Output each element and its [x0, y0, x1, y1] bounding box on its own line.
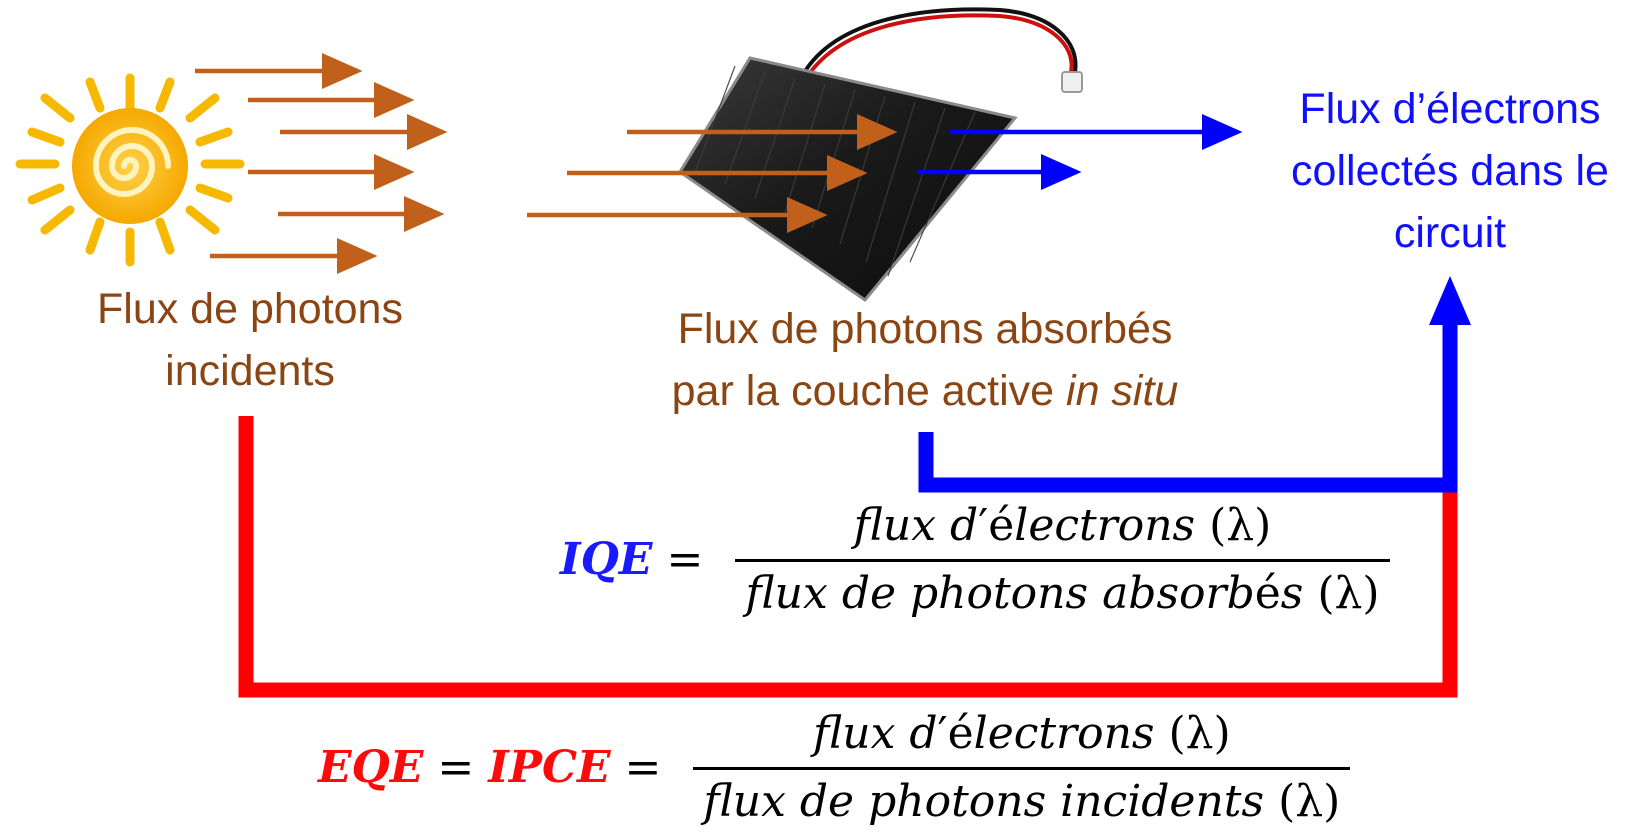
ipce-symbol: IPCE [488, 742, 611, 793]
iqe-equals: = [666, 534, 704, 585]
incident-photons-label: Flux de photons incidents [60, 278, 440, 402]
iqe-symbol: IQE [560, 534, 653, 585]
absorbed-photon-arrows [527, 114, 898, 233]
eqe-equals-1: = [437, 742, 475, 793]
iqe-numerator: flux d′électrons (λ) [853, 500, 1272, 551]
incident-label-line1: Flux de photons [97, 285, 403, 333]
absorbed-label-line1: Flux de photons absorbés [677, 305, 1173, 353]
electrons-label: Flux d’électrons collectés dans le circu… [1265, 78, 1635, 264]
eqe-connector [238, 416, 1458, 698]
solar-panel-icon [677, 7, 1083, 303]
eqe-numerator: flux d′électrons (λ) [812, 708, 1231, 759]
electrons-label-line1: Flux d’électrons [1299, 85, 1601, 133]
electrons-label-line3: circuit [1393, 209, 1507, 257]
incident-photon-arrows [195, 53, 448, 274]
eqe-denominator: flux de photons incidents (λ) [693, 767, 1351, 827]
eqe-symbol: EQE [318, 742, 424, 793]
eqe-equals-2: = [624, 742, 662, 793]
absorbed-label-line2-text: par la couche active [671, 367, 1067, 415]
absorbed-label-line2: par la couche active in situ [600, 360, 1250, 422]
sun-icon [15, 73, 245, 267]
eqe-fraction: flux d′électrons (λ) flux de photons inc… [693, 708, 1351, 827]
iqe-formula: IQE = flux d′électrons (λ) flux de photo… [560, 500, 1390, 619]
electron-arrows [917, 114, 1243, 190]
absorbed-photons-label: Flux de photons absorbés par la couche a… [600, 298, 1250, 422]
electrons-label-line2: collectés dans le [1291, 147, 1609, 195]
iqe-denominator: flux de photons absorbés (λ) [735, 559, 1390, 619]
eqe-formula: EQE = IPCE = flux d′électrons (λ) flux d… [318, 708, 1351, 827]
in-situ-text: in situ [1066, 367, 1179, 415]
incident-label-line2: incidents [165, 347, 335, 395]
iqe-connector [918, 318, 1458, 493]
iqe-fraction: flux d′électrons (λ) flux de photons abs… [735, 500, 1390, 619]
iqe-arrowhead [1429, 276, 1471, 325]
